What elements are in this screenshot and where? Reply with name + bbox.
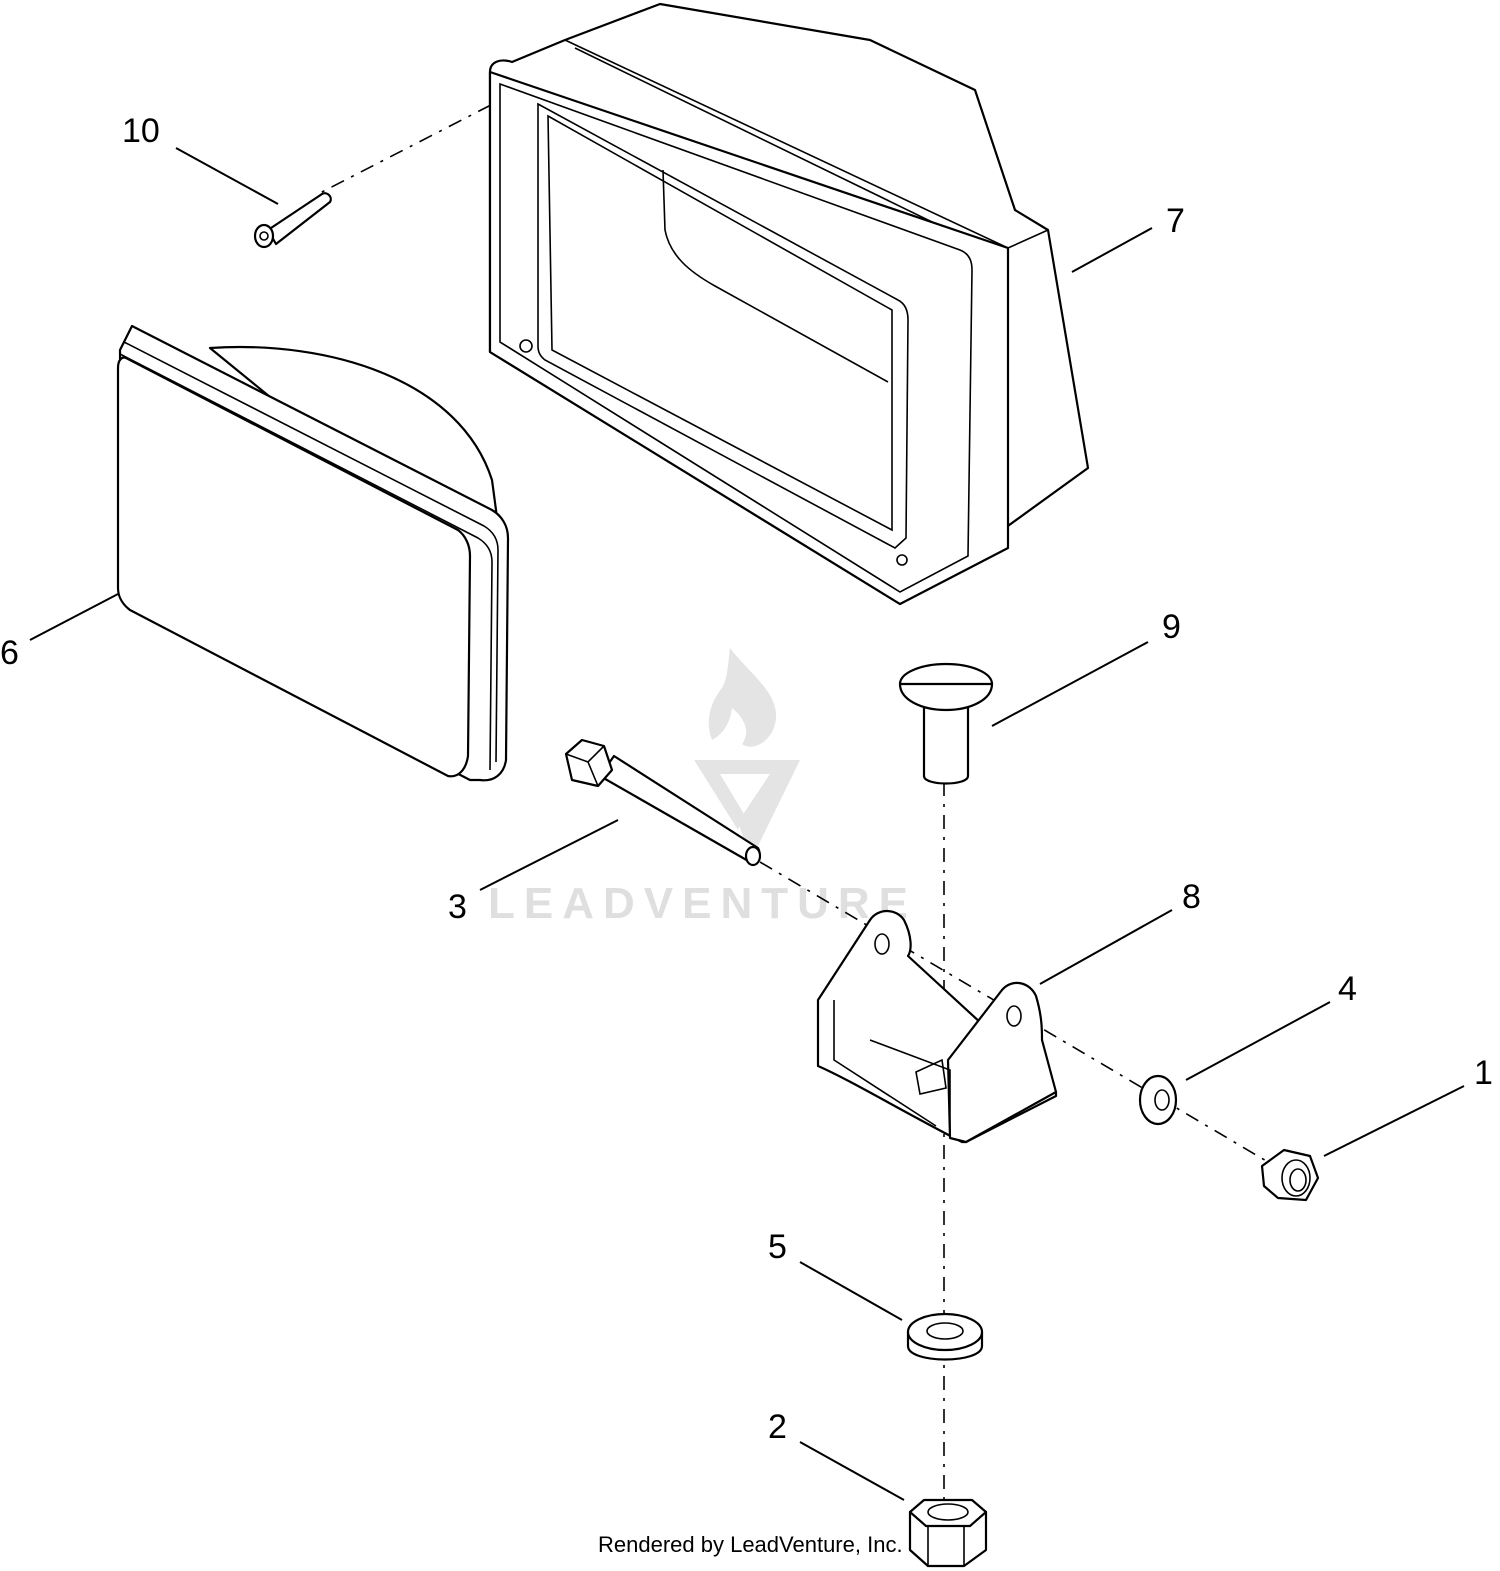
screw-axis — [319, 89, 521, 194]
callout-1: 1 — [1474, 1054, 1493, 1092]
callout-4: 4 — [1338, 970, 1357, 1008]
part-hex-nut — [1260, 1148, 1320, 1202]
leader-3 — [479, 819, 619, 891]
part-bracket — [816, 909, 1058, 1144]
leader-10 — [175, 147, 279, 205]
leadventure-watermark: LEADVENTURE — [488, 648, 917, 928]
callout-5: 5 — [768, 1228, 787, 1266]
callout-7: 7 — [1166, 202, 1185, 240]
part-screw — [253, 192, 332, 249]
callout-6: 6 — [0, 634, 19, 672]
bracket-hole-icon — [874, 933, 890, 955]
part-carriage-bolt — [898, 662, 994, 785]
part-hex-nut-bottom — [908, 1498, 988, 1568]
part-lock-washer — [1138, 1074, 1178, 1126]
screw-hole-icon — [519, 339, 533, 353]
watermark-v-icon — [694, 760, 800, 846]
part-lamp — [116, 324, 510, 782]
leader-6 — [29, 593, 119, 641]
leader-1 — [1323, 1085, 1465, 1157]
watermark-text: LEADVENTURE — [488, 879, 917, 928]
callout-10: 10 — [122, 112, 160, 150]
leader-5 — [799, 1261, 903, 1321]
leader-4 — [1185, 1001, 1331, 1081]
callout-9: 9 — [1162, 608, 1181, 646]
render-credit: Rendered by LeadVenture, Inc. — [598, 1532, 903, 1557]
watermark-flame-icon — [708, 648, 777, 747]
leader-2 — [799, 1441, 905, 1501]
leader-7 — [1071, 227, 1153, 273]
leader-9 — [991, 641, 1149, 727]
leader-8 — [1039, 909, 1173, 985]
part-housing — [488, 2, 1090, 606]
screw-hole-icon — [896, 554, 908, 566]
callout-8: 8 — [1182, 878, 1201, 916]
bracket-hole-icon — [1006, 1005, 1022, 1027]
part-lock-washer-vertical — [906, 1312, 984, 1361]
callout-3: 3 — [448, 888, 467, 926]
part-hex-bolt — [564, 738, 762, 867]
callout-2: 2 — [768, 1408, 787, 1446]
